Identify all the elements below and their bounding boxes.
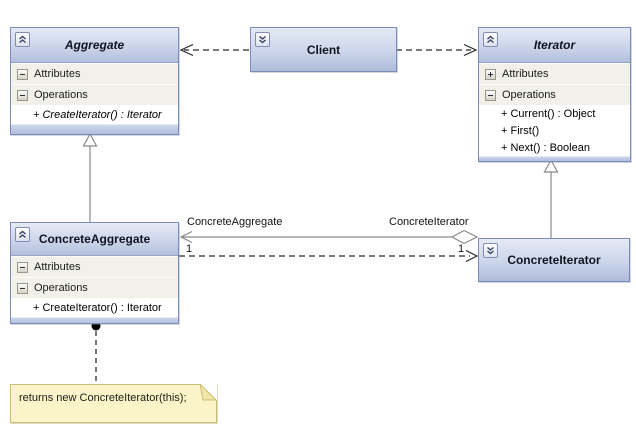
class-iterator-header: Iterator <box>479 28 630 63</box>
class-aggregate-header: Aggregate <box>11 28 178 63</box>
dependency-client-iterator[interactable] <box>396 43 478 57</box>
attributes-label: Attributes <box>502 68 549 80</box>
expand-button[interactable] <box>483 243 498 258</box>
class-concrete-aggregate[interactable]: ConcreteAggregate Attributes Operations … <box>10 222 179 324</box>
comment-note-text: returns new ConcreteIterator(this); <box>19 392 187 404</box>
association-dashed[interactable] <box>179 249 479 263</box>
generalization-concreteaggregate-aggregate[interactable] <box>82 132 98 222</box>
dependency-client-aggregate[interactable] <box>179 43 249 57</box>
class-title: ConcreteAggregate <box>38 232 151 246</box>
class-concrete-aggregate-header: ConcreteAggregate <box>11 223 178 256</box>
attributes-section: Attributes <box>11 63 178 84</box>
class-title: Iterator <box>533 38 576 52</box>
association-source-role-label: ConcreteAggregate <box>187 216 283 228</box>
multiplicity-target-label: 1 <box>458 243 465 255</box>
minus-box-icon[interactable] <box>17 261 28 273</box>
class-client-header: Client <box>251 28 396 71</box>
operation-item[interactable]: + CreateIterator() : Iterator <box>11 298 178 317</box>
chevrons-down-icon <box>259 35 266 44</box>
operation-item[interactable]: + Next() : Boolean <box>479 139 630 156</box>
comment-note[interactable]: returns new ConcreteIterator(this); <box>10 384 217 423</box>
class-iterator[interactable]: Iterator Attributes Operations + Current… <box>478 27 631 162</box>
operation-item[interactable]: + First() <box>479 122 630 139</box>
minus-box-icon[interactable] <box>485 89 496 101</box>
collapse-button[interactable] <box>483 32 498 47</box>
association-aggregation[interactable] <box>179 229 479 245</box>
class-aggregate[interactable]: Aggregate Attributes Operations + Create… <box>10 27 179 135</box>
class-title: Client <box>306 42 341 57</box>
plus-box-icon[interactable] <box>485 68 496 80</box>
class-title: ConcreteIterator <box>507 253 601 267</box>
minus-box-icon[interactable] <box>17 89 28 101</box>
chevrons-up-icon <box>19 230 26 239</box>
multiplicity-source-label: 1 <box>186 243 193 255</box>
attributes-label: Attributes <box>34 261 81 273</box>
chevrons-up-icon <box>19 35 26 44</box>
class-concrete-iterator-header: ConcreteIterator <box>479 239 629 281</box>
association-target-role-label: ConcreteIterator <box>389 216 469 228</box>
minus-box-icon[interactable] <box>17 282 28 294</box>
collapse-button[interactable] <box>15 32 30 47</box>
operations-section: Operations <box>479 84 630 105</box>
operations-label: Operations <box>502 89 556 101</box>
note-fold-corner-icon <box>200 384 217 401</box>
attributes-label: Attributes <box>34 68 81 80</box>
class-client[interactable]: Client <box>250 27 397 72</box>
attributes-section: Attributes <box>479 63 630 84</box>
class-title: Aggregate <box>64 38 125 52</box>
operations-section: Operations <box>11 277 178 298</box>
expand-button[interactable] <box>255 32 270 47</box>
class-concrete-iterator[interactable]: ConcreteIterator <box>478 238 630 282</box>
class-footer <box>11 124 178 134</box>
note-connector[interactable] <box>91 321 101 385</box>
operations-label: Operations <box>34 282 88 294</box>
minus-box-icon[interactable] <box>17 68 28 80</box>
operations-section: Operations <box>11 84 178 105</box>
class-footer <box>11 317 178 323</box>
attributes-section: Attributes <box>11 256 178 277</box>
collapse-button[interactable] <box>15 227 30 242</box>
generalization-concreteiterator-iterator[interactable] <box>543 158 559 238</box>
operations-label: Operations <box>34 89 88 101</box>
class-footer <box>479 156 630 161</box>
chevrons-down-icon <box>487 246 494 255</box>
chevrons-up-icon <box>487 35 494 44</box>
operation-item[interactable]: + Current() : Object <box>479 105 630 122</box>
operation-item[interactable]: + CreateIterator() : Iterator <box>11 105 178 124</box>
